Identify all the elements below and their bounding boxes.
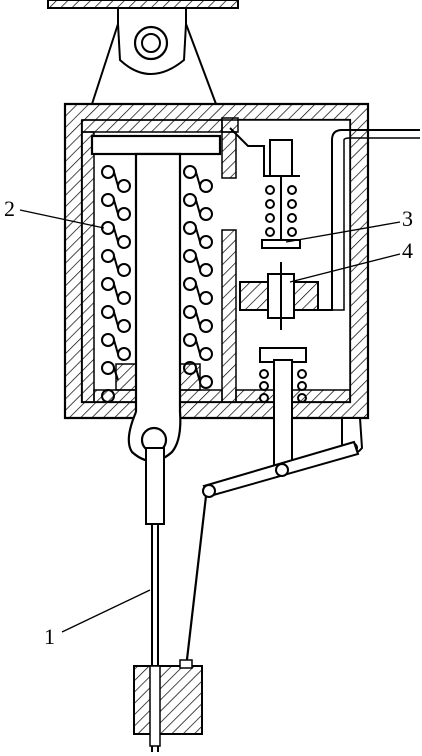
linkage [184,417,364,669]
label-3: 3 [402,206,413,231]
plunger [90,134,222,463]
main-spring [101,165,213,403]
label-2: 2 [4,196,15,221]
middle-contact-block [239,129,420,330]
leader-lines [19,209,401,633]
label-4: 4 [402,238,413,263]
ceiling-mount [47,0,239,105]
label-1: 1 [44,624,55,649]
lower-spring-assembly [259,347,307,469]
rod-and-weight [133,447,203,752]
upper-contact-assembly [229,127,301,249]
